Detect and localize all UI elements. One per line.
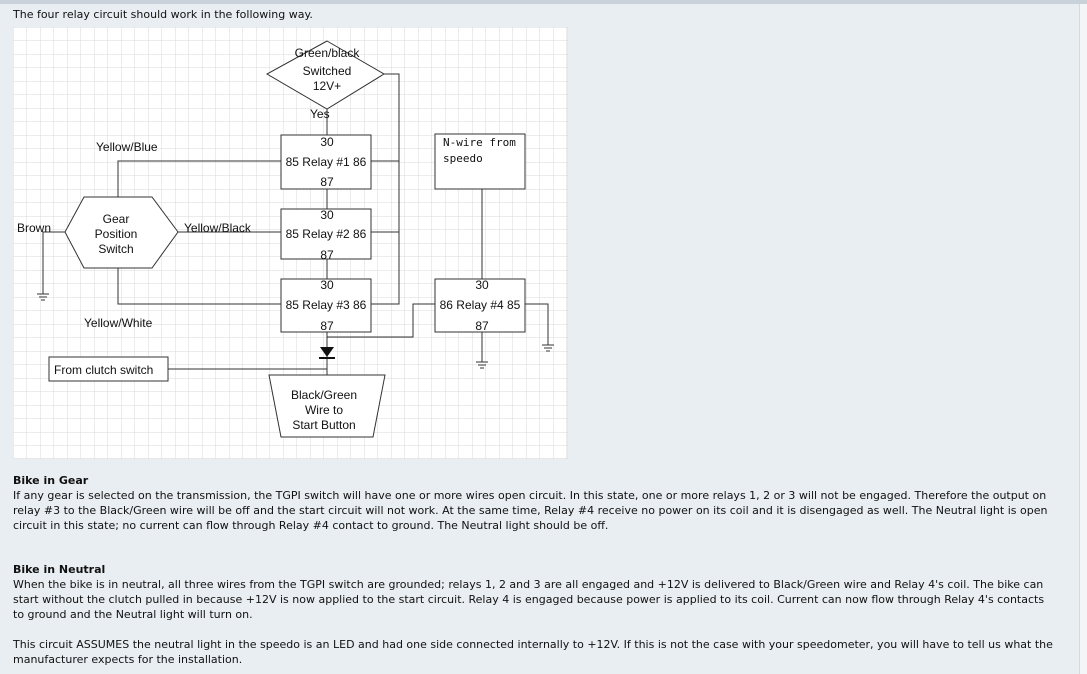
- relay-1-pin-87: 87: [320, 175, 334, 189]
- yes-label: Yes: [310, 107, 330, 121]
- top-border: [0, 0, 1087, 4]
- page-content: The four relay circuit should work in th…: [0, 4, 1079, 674]
- relay-3-pin-30: 30: [320, 278, 334, 292]
- label-yellow-blue: Yellow/Blue: [96, 140, 158, 154]
- section-bike-in-neutral: Bike in Neutral When the bike is in neut…: [13, 562, 1053, 667]
- relay-circuit-diagram: Green/black Switched 12V+ Yes 30 85 Rela…: [13, 27, 568, 459]
- section-heading: Bike in Neutral: [13, 563, 106, 576]
- relay-1-label: 85 Relay #1 86: [286, 155, 367, 169]
- relay-1-pin-30: 30: [320, 135, 334, 149]
- diamond-line1: Green/black: [295, 46, 361, 60]
- scrollbar-gutter[interactable]: [1079, 4, 1087, 674]
- intro-text: The four relay circuit should work in th…: [13, 8, 313, 21]
- relay-2-pin-30: 30: [320, 208, 334, 222]
- clutch-label: From clutch switch: [54, 363, 153, 377]
- gear-line3: Switch: [98, 242, 133, 256]
- label-yellow-black: Yellow/Black: [184, 221, 252, 235]
- section-heading: Bike in Gear: [13, 474, 89, 487]
- relay-2-label: 85 Relay #2 86: [286, 227, 367, 241]
- switched-12v-diamond: [265, 40, 385, 110]
- diamond-line3: 12V+: [313, 79, 341, 93]
- start-line1: Black/Green: [291, 388, 357, 402]
- relay-2-pin-87: 87: [320, 248, 334, 262]
- n-wire-line1: N-wire from: [443, 136, 516, 149]
- label-yellow-white: Yellow/White: [84, 316, 153, 330]
- n-wire-line2: speedo: [443, 152, 483, 165]
- diode-icon: [319, 347, 335, 359]
- section-bike-in-gear: Bike in Gear If any gear is selected on …: [13, 473, 1053, 533]
- start-button-wire: [268, 374, 386, 438]
- ground-symbols: [37, 293, 554, 369]
- clutch-switch-box: [48, 356, 169, 382]
- section-paragraph: When the bike is in neutral, all three w…: [13, 578, 1045, 621]
- relay-4-pin-30: 30: [475, 278, 489, 292]
- relay-3-pin-87: 87: [320, 319, 334, 333]
- relay-2-box: [280, 208, 372, 260]
- section-paragraph: This circuit ASSUMES the neutral light i…: [13, 638, 1053, 666]
- section-paragraph: If any gear is selected on the transmiss…: [13, 489, 1048, 532]
- relay-1-box: [280, 134, 372, 190]
- relay-4-box: [434, 278, 526, 333]
- relay-4-label: 86 Relay #4 85: [440, 298, 521, 312]
- gear-line1: Gear: [103, 212, 130, 226]
- wires: [42, 73, 549, 375]
- start-line2: Wire to: [305, 403, 343, 417]
- label-brown: Brown: [17, 221, 51, 235]
- relay-3-box: [280, 278, 372, 333]
- relay-4-pin-87: 87: [475, 319, 489, 333]
- start-line3: Start Button: [292, 418, 355, 432]
- gear-line2: Position: [95, 227, 138, 241]
- gear-position-switch: [64, 196, 179, 269]
- relay-3-label: 85 Relay #3 86: [286, 298, 367, 312]
- diamond-line2: Switched: [303, 64, 352, 78]
- n-wire-box: [434, 133, 526, 190]
